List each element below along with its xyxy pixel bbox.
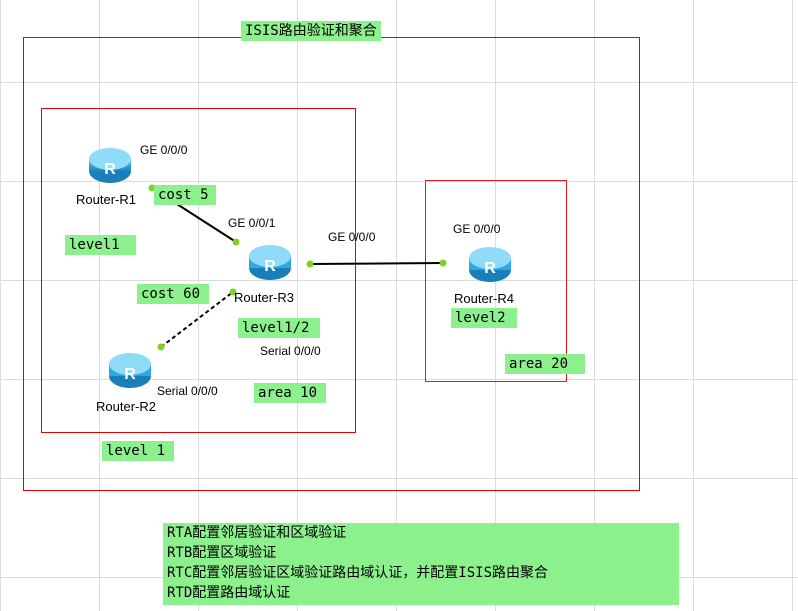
port-dot-r1 xyxy=(148,184,156,192)
port-dot-r3-ge0 xyxy=(306,260,314,268)
level-1-tag: level 1 xyxy=(102,441,174,461)
note-line-rta: RTA配置邻居验证和区域验证 xyxy=(167,525,347,541)
area-10-box xyxy=(41,108,356,433)
level12-tag: level1/2 xyxy=(238,318,320,338)
router-r3-label: Router-R3 xyxy=(234,290,294,305)
link-r3-r4 xyxy=(309,262,444,265)
router-r2-icon[interactable]: R xyxy=(106,346,154,394)
link-r2-r3-serial xyxy=(160,291,234,348)
svg-text:R: R xyxy=(124,366,136,383)
router-r3-icon[interactable]: R xyxy=(246,238,294,286)
level2-tag: level2 xyxy=(451,308,517,328)
router-r4-label: Router-R4 xyxy=(454,291,514,306)
port-dot-r4 xyxy=(439,259,447,267)
note-line-rtd: RTD配置路由域认证 xyxy=(167,585,291,601)
r2-serial-label: Serial 0/0/0 xyxy=(157,384,218,398)
router-r1-icon[interactable]: R xyxy=(86,141,134,189)
note-line-rtc: RTC配置邻居验证区域验证路由域认证，并配置ISIS路由聚合 xyxy=(167,565,548,581)
r4-ge-label: GE 0/0/0 xyxy=(453,222,501,236)
diagram-title: ISIS路由验证和聚合 xyxy=(241,21,381,41)
cost-60-tag: cost 60 xyxy=(137,284,209,304)
port-dot-r3-ge1 xyxy=(232,238,240,246)
r3-ge0-label: GE 0/0/0 xyxy=(328,230,376,244)
area-20-tag: area 20 xyxy=(505,354,585,374)
note-line-rtb: RTB配置区域验证 xyxy=(167,545,277,561)
svg-text:R: R xyxy=(264,258,276,275)
config-notes: RTA配置邻居验证和区域验证 RTB配置区域验证 RTC配置邻居验证区域验证路由… xyxy=(163,523,679,605)
router-r1-label: Router-R1 xyxy=(76,192,136,207)
port-dot-r3-serial xyxy=(229,288,237,296)
area-20-box xyxy=(425,180,567,382)
r1-ge-label: GE 0/0/0 xyxy=(140,143,188,157)
router-r4-icon[interactable]: R xyxy=(466,240,514,288)
svg-text:R: R xyxy=(104,161,116,178)
level1-tag: level1 xyxy=(65,235,136,255)
router-r2-label: Router-R2 xyxy=(96,399,156,414)
r3-serial-label: Serial 0/0/0 xyxy=(260,344,321,358)
r3-ge1-label: GE 0/0/1 xyxy=(228,216,276,230)
cost-5-tag: cost 5 xyxy=(154,185,216,205)
area-10-tag: area 10 xyxy=(254,383,326,403)
port-dot-r2-serial xyxy=(157,343,165,351)
svg-text:R: R xyxy=(484,260,496,277)
